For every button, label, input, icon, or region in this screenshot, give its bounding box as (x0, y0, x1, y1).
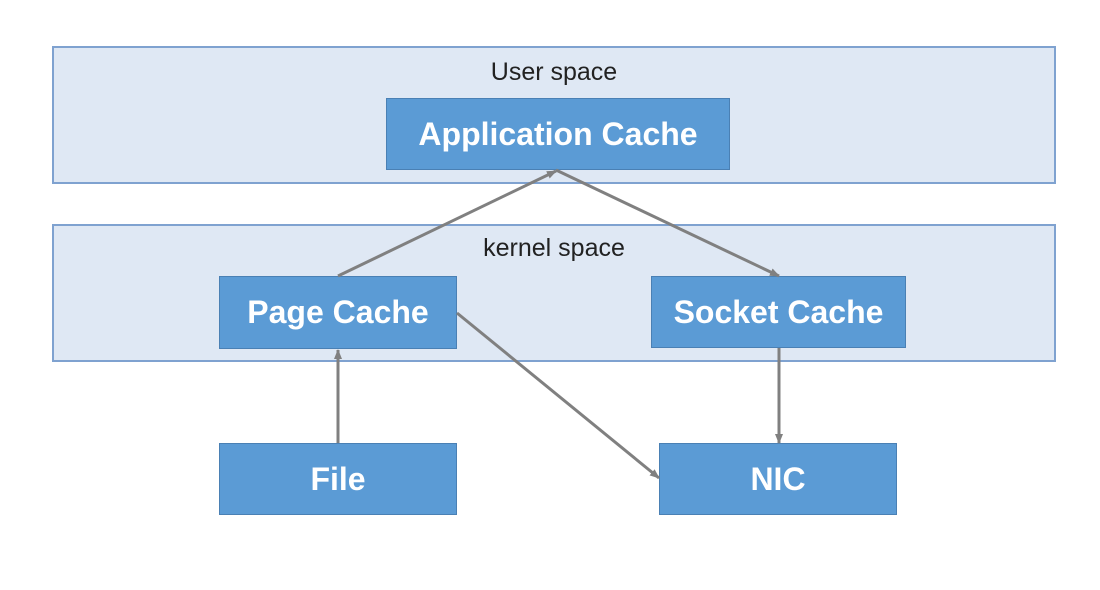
arrow-application-cache-to-socket-cache (555, 168, 780, 278)
user-space-label: User space (490, 58, 618, 86)
arrow-page-cache-to-application-cache (337, 169, 557, 278)
page-cache-node: Page Cache (219, 276, 457, 349)
file-node: File (219, 443, 457, 515)
nic-node: NIC (659, 443, 897, 515)
kernel-space-label: kernel space (483, 234, 625, 262)
arrow-page-cache-to-nic (456, 311, 660, 480)
application-cache-node: Application Cache (386, 98, 730, 170)
socket-cache-node: Socket Cache (651, 276, 906, 348)
